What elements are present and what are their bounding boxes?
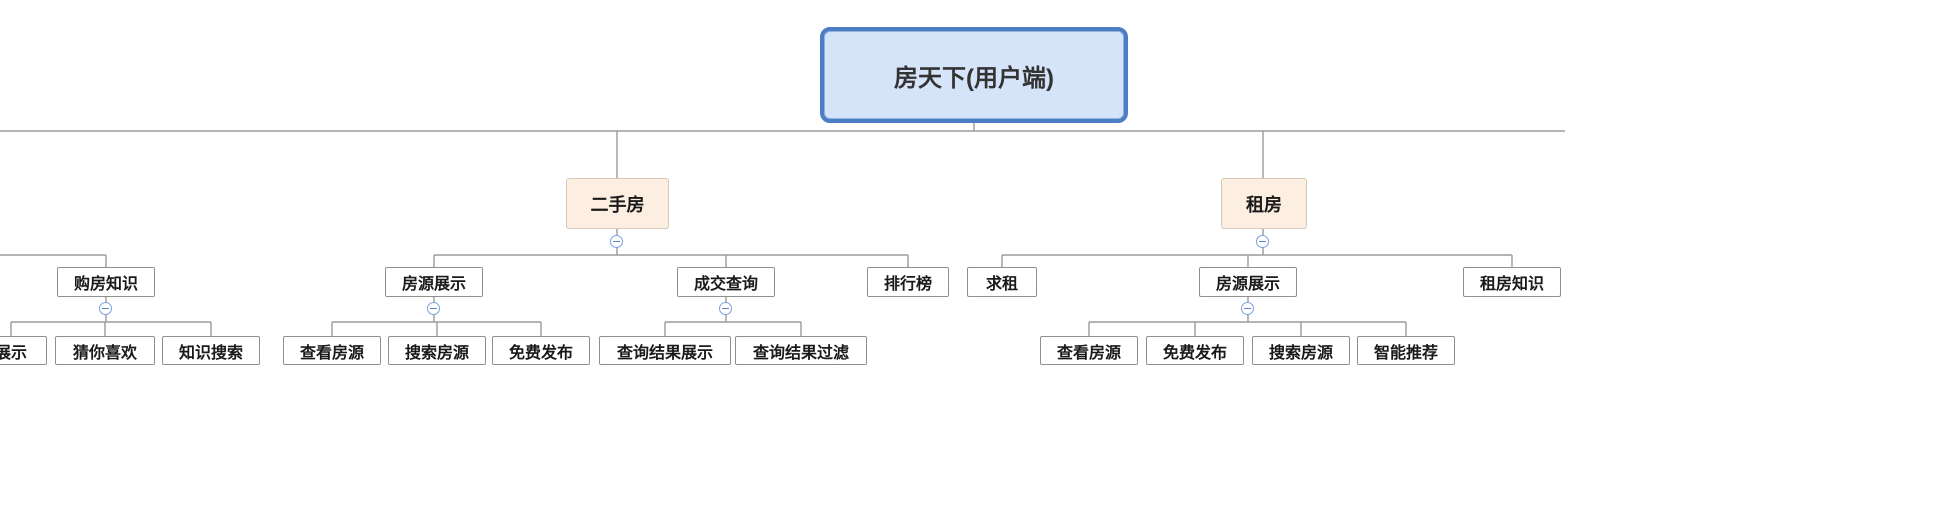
- node-deal-query[interactable]: 成交查询: [677, 267, 775, 297]
- connector-dealquery-children: [664, 297, 802, 336]
- node-display-truncated[interactable]: 展示: [0, 336, 47, 365]
- node-free-publish-esf[interactable]: 免费发布: [492, 336, 590, 365]
- collapse-icon[interactable]: [99, 302, 112, 315]
- node-rental-knowledge[interactable]: 租房知识: [1463, 267, 1561, 297]
- node-query-result-display[interactable]: 查询结果展示: [599, 336, 731, 365]
- node-second-hand-housing[interactable]: 二手房: [566, 178, 669, 229]
- collapse-icon[interactable]: [1256, 235, 1269, 248]
- node-view-listings-zf[interactable]: 查看房源: [1040, 336, 1138, 365]
- node-guess-you-like[interactable]: 猜你喜欢: [55, 336, 155, 365]
- node-listing-display-zf[interactable]: 房源展示: [1199, 267, 1297, 297]
- node-smart-recommend[interactable]: 智能推荐: [1357, 336, 1455, 365]
- connector-offscreen-left: [0, 254, 107, 267]
- node-free-publish-zf[interactable]: 免费发布: [1146, 336, 1244, 365]
- node-rent-seeking[interactable]: 求租: [967, 267, 1037, 297]
- connector-root: [0, 123, 1565, 178]
- collapse-icon[interactable]: [1241, 302, 1254, 315]
- collapse-icon[interactable]: [427, 302, 440, 315]
- node-root-fangtianxia[interactable]: 房天下(用户端): [820, 27, 1128, 123]
- node-listing-display-esf[interactable]: 房源展示: [385, 267, 483, 297]
- node-ranking[interactable]: 排行榜: [867, 267, 949, 297]
- node-search-listings-zf[interactable]: 搜索房源: [1252, 336, 1350, 365]
- node-rental-housing[interactable]: 租房: [1221, 178, 1307, 229]
- node-view-listings-esf[interactable]: 查看房源: [283, 336, 381, 365]
- connector-zufang-children: [1001, 229, 1513, 267]
- node-query-result-filter[interactable]: 查询结果过滤: [735, 336, 867, 365]
- collapse-icon[interactable]: [719, 302, 732, 315]
- connector-ershoufang-children: [433, 229, 909, 267]
- collapse-icon[interactable]: [610, 235, 623, 248]
- node-search-listings-esf[interactable]: 搜索房源: [388, 336, 486, 365]
- connector-goufangzhishi-children: [10, 297, 212, 336]
- node-buying-knowledge[interactable]: 购房知识: [57, 267, 155, 297]
- node-knowledge-search[interactable]: 知识搜索: [162, 336, 260, 365]
